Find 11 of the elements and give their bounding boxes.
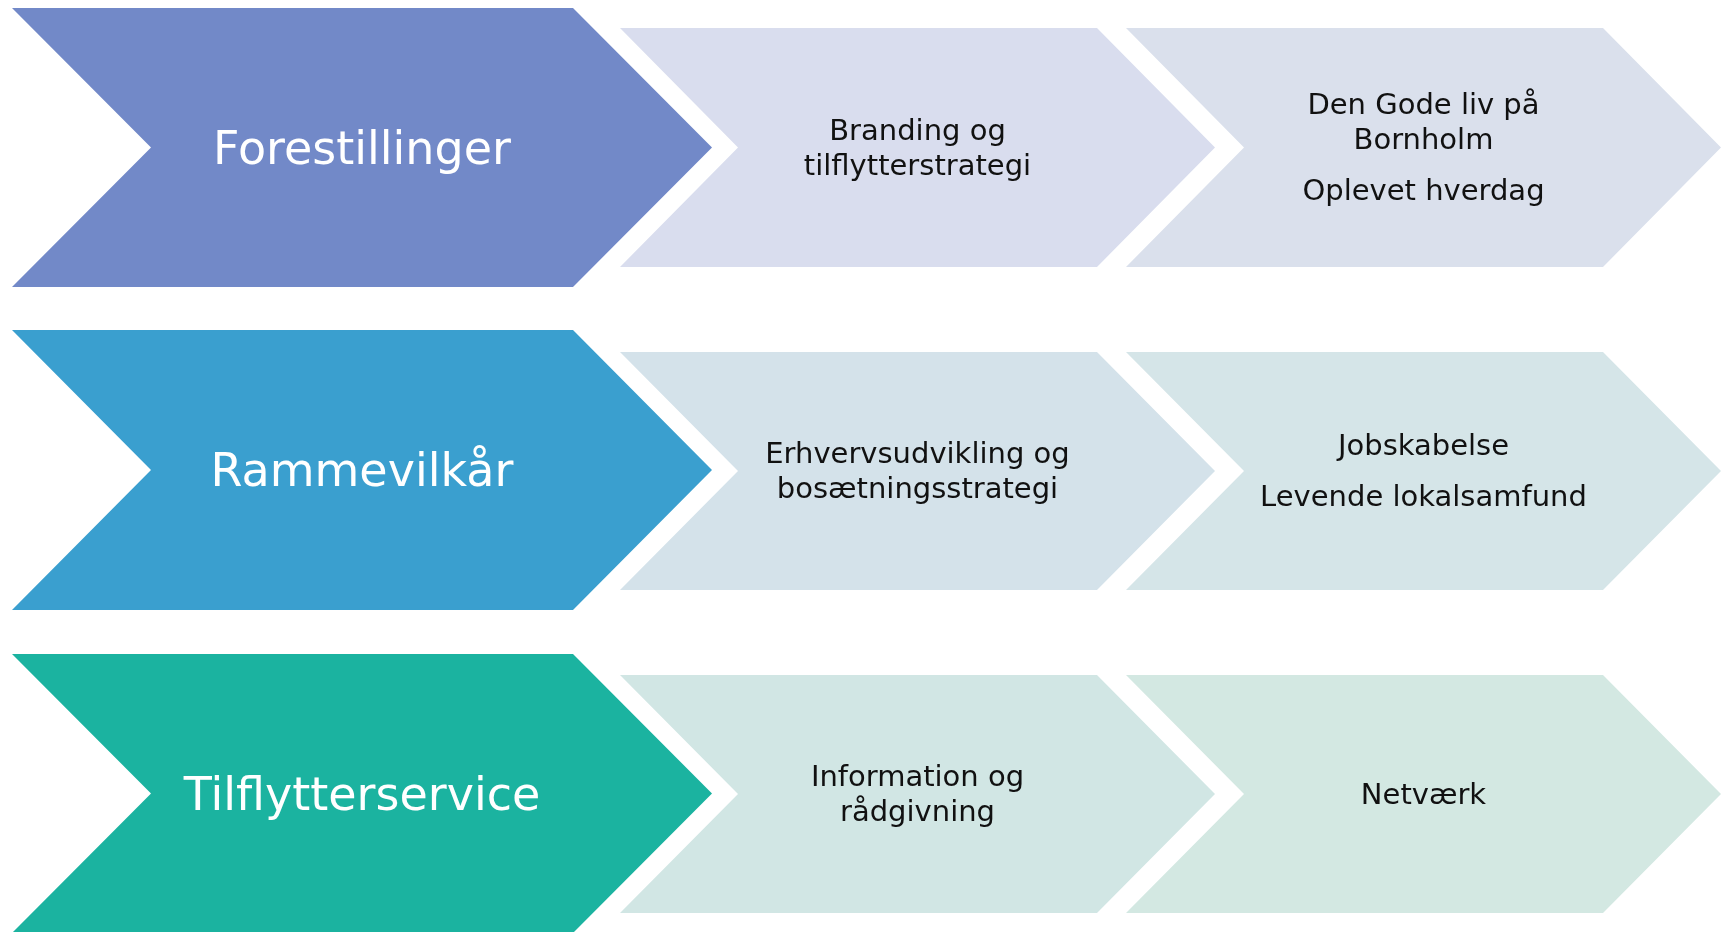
chevron-label: Den Gode liv på Bornholm [1306,87,1541,157]
chevron-label: Levende lokalsamfund [1260,479,1587,514]
chevron-label: Oplevet hverdag [1302,172,1545,208]
row-heading: Rammevilkår [210,443,514,497]
chevron-label: Erhvervsudvikling og bosætningsstrategi [764,436,1071,506]
chevron-label: Jobskabelse [1337,428,1510,463]
chevron-label: Branding og tilflytterstrategi [802,112,1033,183]
chevron-label: Netværk [1360,776,1487,812]
row-heading: Tilflytterservice [183,766,541,821]
row-heading: Forestillinger [213,120,511,175]
chevron-label: Information og rådgivning [809,759,1026,829]
